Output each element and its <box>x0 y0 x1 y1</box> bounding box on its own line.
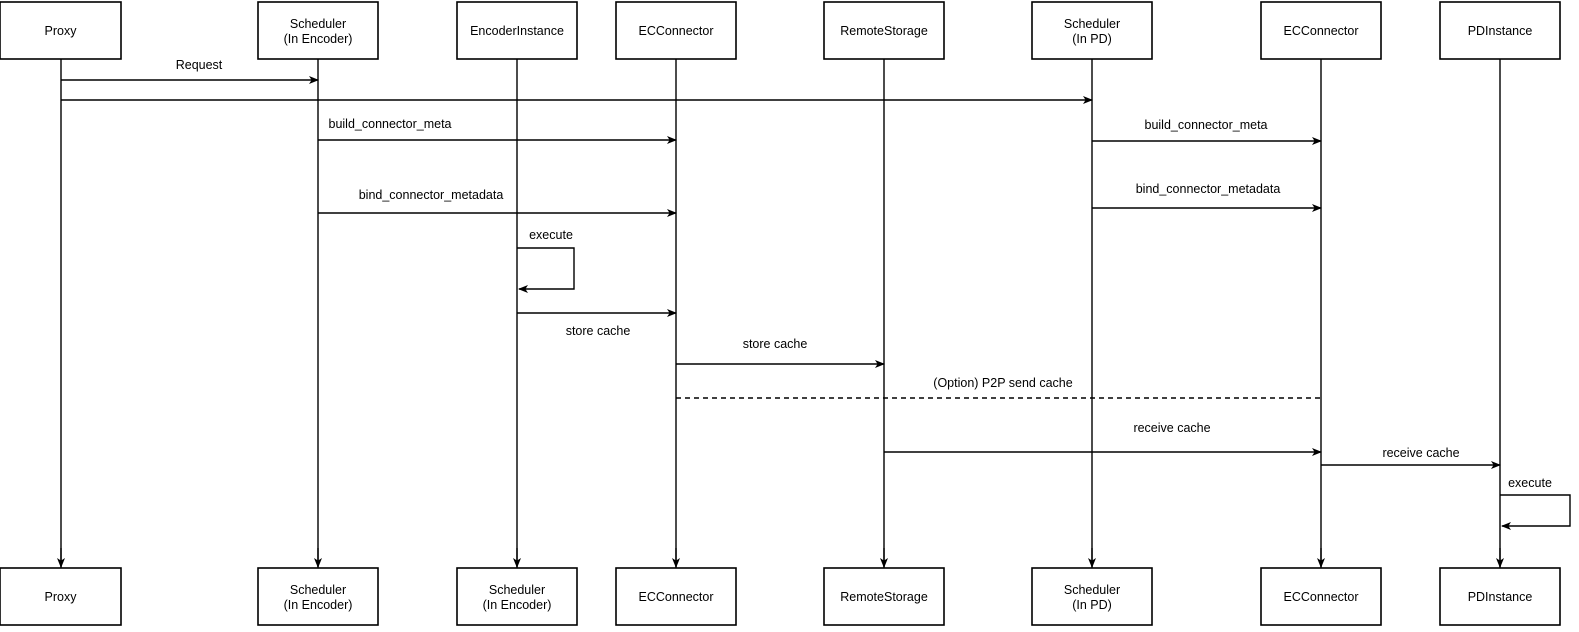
participant-box-bottom-proxy[interactable] <box>0 567 122 626</box>
participant-box-bottom-sched_pd[interactable] <box>1031 567 1153 626</box>
participant-box-top-proxy[interactable] <box>0 1 122 60</box>
self-loops-group <box>517 247 1571 530</box>
participant-box-top-ec_conn_l[interactable] <box>615 1 737 60</box>
participant-box-bottom-remote_store[interactable] <box>823 567 945 626</box>
participant-box-top-pd_inst[interactable] <box>1439 1 1561 60</box>
messages-group <box>61 76 1501 469</box>
self-loop-s2[interactable] <box>1500 494 1571 530</box>
participant-box-bottom-pd_inst[interactable] <box>1439 567 1561 626</box>
lifelines-group <box>57 59 1504 568</box>
self-loop-s1[interactable] <box>517 247 575 293</box>
participant-box-bottom-ec_conn_l[interactable] <box>615 567 737 626</box>
participant-boxes-group <box>0 1 1561 626</box>
participant-box-bottom-ec_conn_r[interactable] <box>1260 567 1382 626</box>
participant-box-top-sched_pd[interactable] <box>1031 1 1153 60</box>
participant-box-top-sched_enc[interactable] <box>257 1 379 60</box>
participant-box-top-encoder_inst[interactable] <box>456 1 578 60</box>
participant-box-top-ec_conn_r[interactable] <box>1260 1 1382 60</box>
participant-box-bottom-sched_enc[interactable] <box>257 567 379 626</box>
participant-box-bottom-encoder_inst[interactable] <box>456 567 578 626</box>
participant-box-top-remote_store[interactable] <box>823 1 945 60</box>
